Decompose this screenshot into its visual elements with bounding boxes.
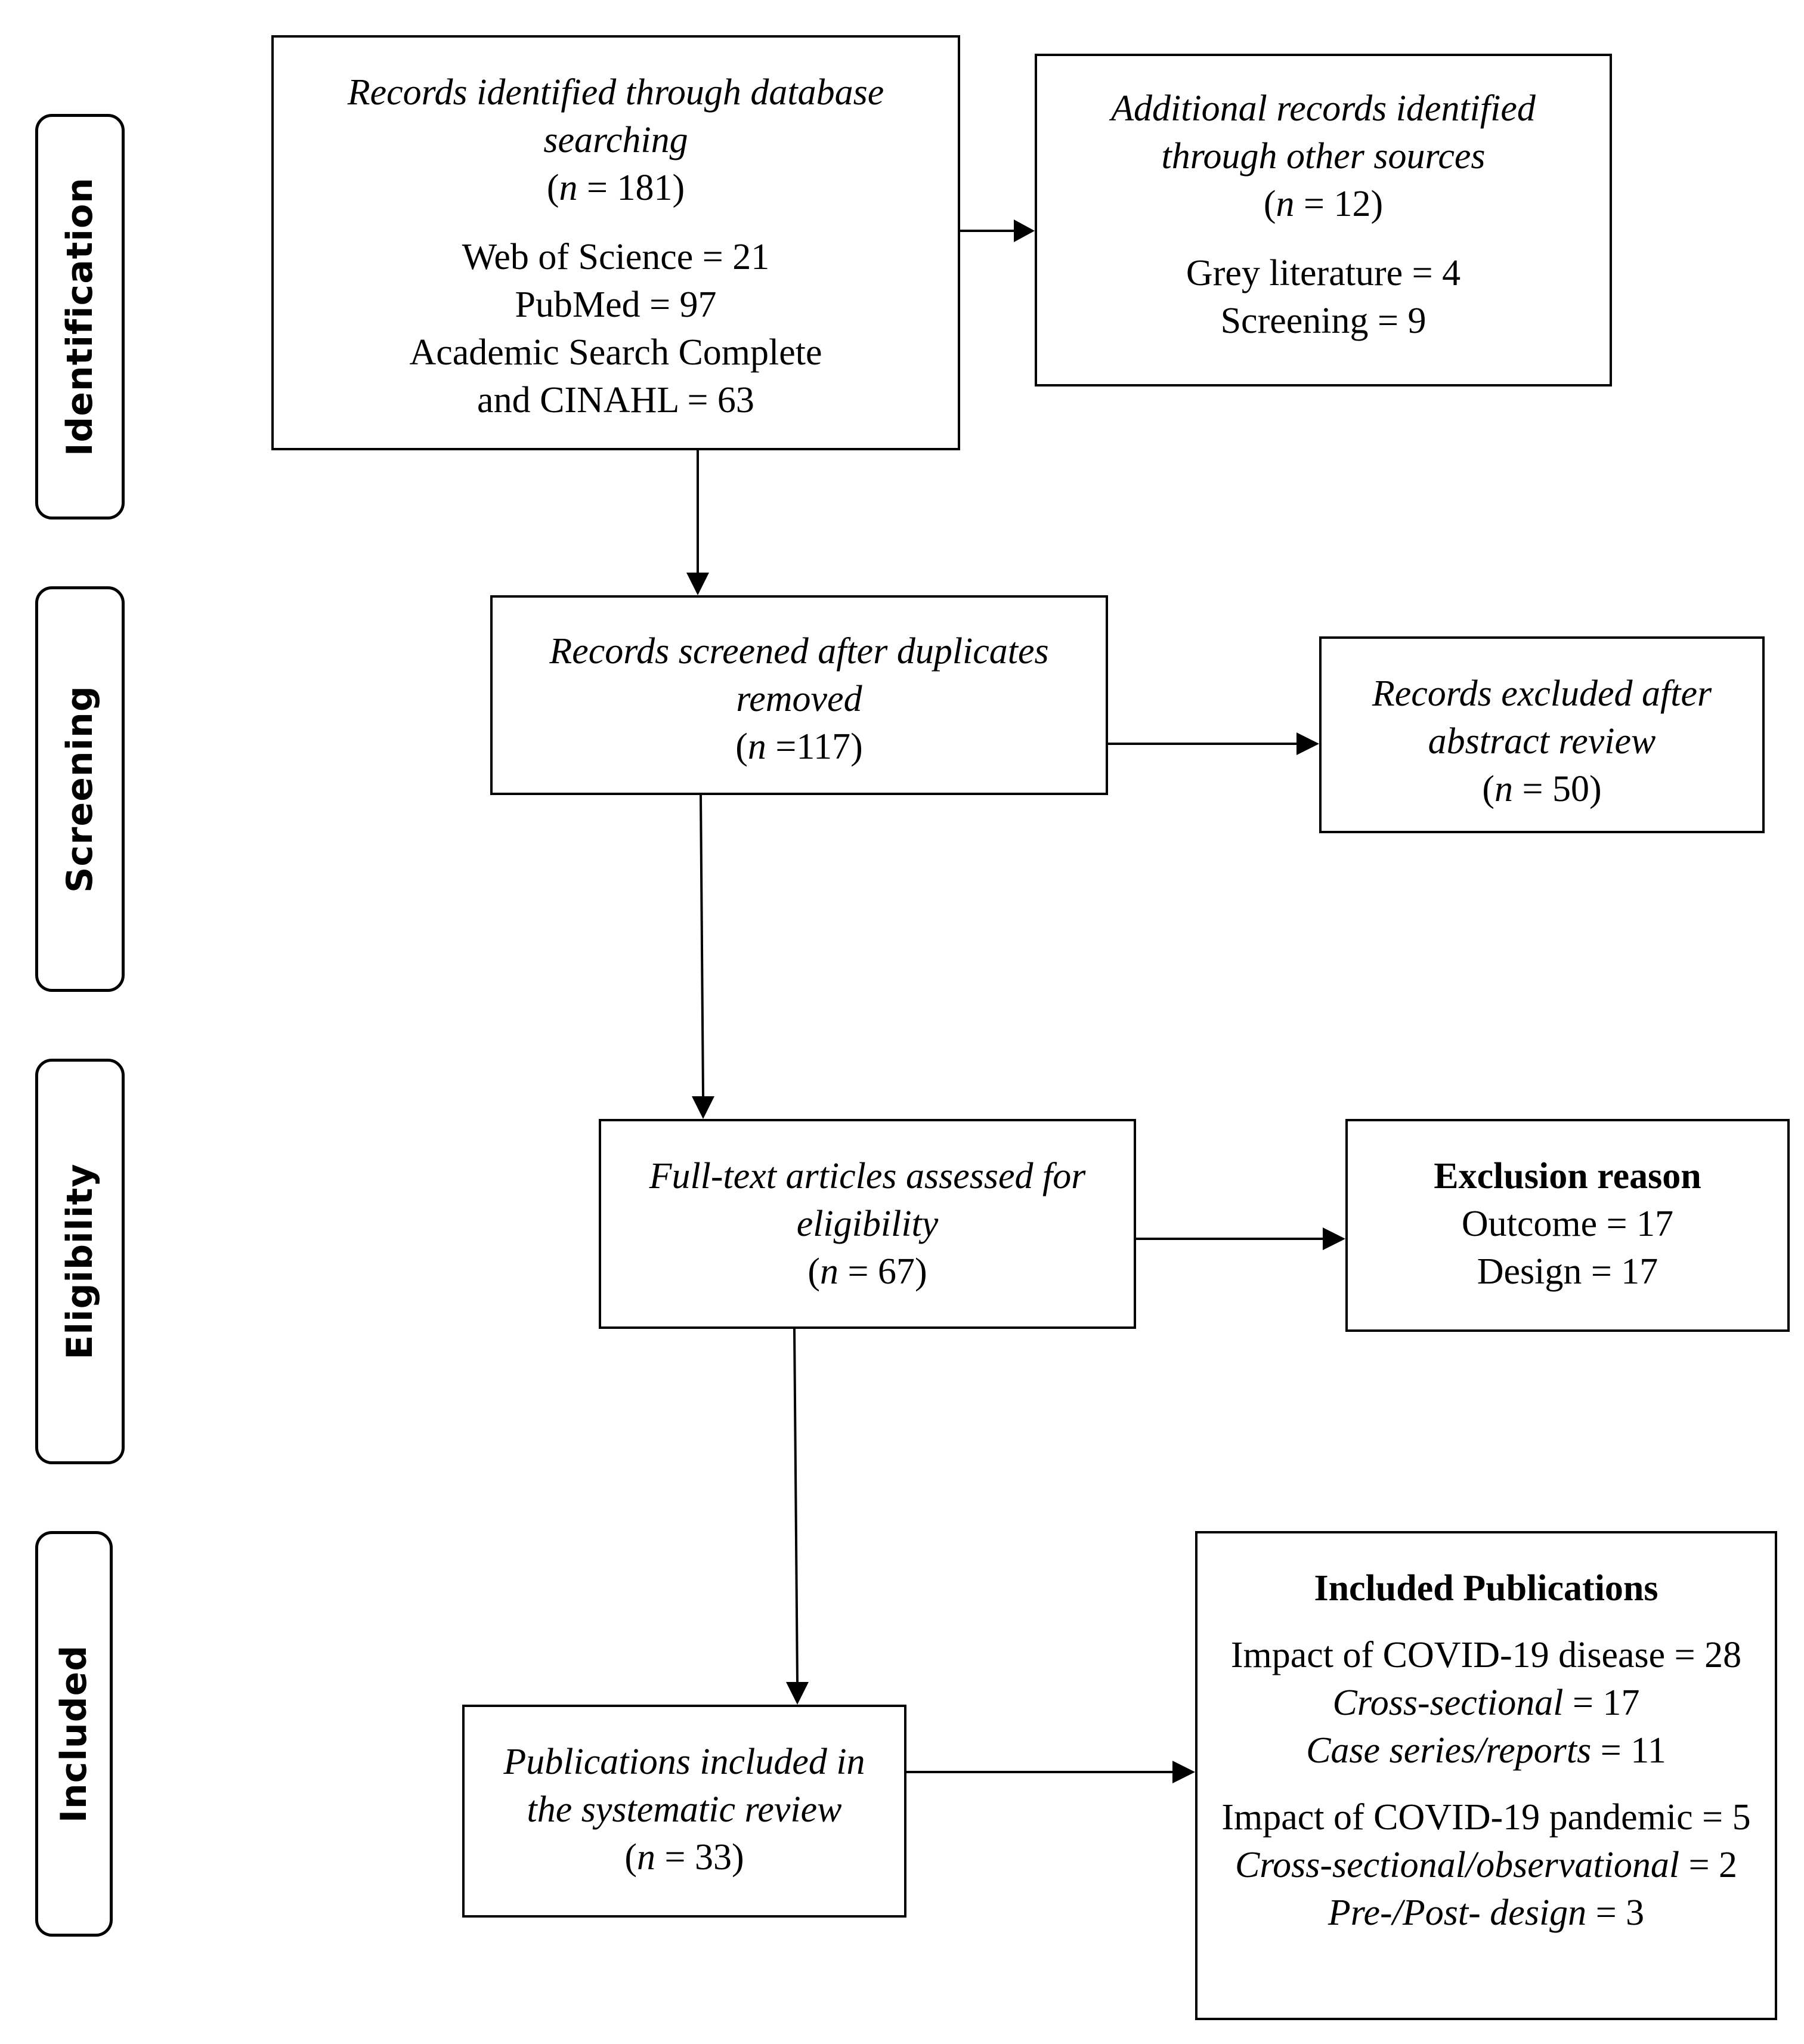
arrowhead-included-to-publications: [1172, 1761, 1195, 1783]
screened-title-line2: removed: [736, 679, 862, 719]
additional-count: (n = 12): [1264, 180, 1383, 228]
pandemic-pre-post-value: = 3: [1586, 1893, 1645, 1933]
screened-title-line1: Records screened after duplicates: [549, 631, 1049, 672]
box-fulltext-assessed: Full-text articles assessed for eligibil…: [599, 1119, 1136, 1329]
database-count: (n = 181): [547, 164, 685, 212]
database-title-line1: Records identified through database: [347, 72, 884, 113]
screened-count-prefix: (: [735, 726, 748, 767]
included-title-line2: the systematic review: [527, 1789, 842, 1830]
box-records-excluded: Records excluded after abstract review (…: [1319, 636, 1765, 833]
arrow-screened-to-fulltext: [700, 794, 704, 1097]
arrowhead-database-to-additional: [1014, 219, 1035, 242]
database-source-pubmed: PubMed = 97: [515, 285, 717, 325]
publications-disease-case-series: Case series/reports = 11: [1306, 1727, 1666, 1774]
stage-included: Included: [35, 1531, 113, 1937]
pandemic-cross-sectional-value: = 2: [1679, 1845, 1738, 1885]
excluded-count-var: n: [1494, 769, 1514, 809]
publications-pandemic: Impact of COVID-19 pandemic = 5: [1221, 1797, 1751, 1838]
included-count-value: = 33): [655, 1837, 744, 1878]
database-source-asc: Academic Search Complete: [409, 332, 822, 373]
database-source-wos: Web of Science = 21: [462, 237, 770, 277]
excluded-count-prefix: (: [1482, 769, 1495, 809]
publications-disease: Impact of COVID-19 disease = 28: [1230, 1635, 1742, 1675]
fulltext-title-line1: Full-text articles assessed for: [649, 1156, 1086, 1196]
exclusion-outcome: Outcome = 17: [1461, 1204, 1674, 1244]
database-count-prefix: (: [546, 168, 559, 208]
stage-identification: Identification: [35, 114, 125, 519]
publications-pandemic-cross-sectional: Cross-sectional/observational = 2: [1235, 1841, 1737, 1889]
fulltext-count: (n = 67): [807, 1248, 927, 1295]
additional-title-line1: Additional records identified: [1111, 88, 1536, 129]
additional-count-value: = 12): [1294, 184, 1384, 224]
excluded-count: (n = 50): [1482, 765, 1601, 813]
stage-screening: Screening: [35, 586, 125, 992]
box-exclusion-reason: Exclusion reason Outcome = 17 Design = 1…: [1345, 1119, 1790, 1332]
pandemic-cross-sectional-label: Cross-sectional/observational: [1234, 1845, 1680, 1885]
database-count-value: = 181): [577, 168, 685, 208]
screened-count-value: =117): [766, 726, 863, 767]
database-title-line2: searching: [543, 120, 688, 160]
excluded-title-line1: Records excluded after: [1372, 673, 1712, 714]
box-database-records: Records identified through database sear…: [271, 35, 960, 450]
arrowhead-screened-to-fulltext: [692, 1096, 714, 1119]
included-count-var: n: [637, 1837, 656, 1878]
included-title-line1: Publications included in: [503, 1742, 865, 1782]
box-included-review: Publications included in the systematic …: [462, 1705, 906, 1918]
additional-title-line2: through other sources: [1161, 136, 1486, 177]
stage-eligibility: Eligibility: [35, 1059, 125, 1464]
screened-count-var: n: [747, 726, 766, 767]
included-count-prefix: (: [624, 1837, 638, 1878]
fulltext-count-var: n: [820, 1251, 839, 1292]
excluded-count-value: = 50): [1513, 769, 1602, 809]
excluded-title-line2: abstract review: [1428, 721, 1656, 762]
database-count-var: n: [559, 168, 578, 208]
arrow-fulltext-to-included: [793, 1328, 799, 1683]
publications-pandemic-pre-post: Pre-/Post- design = 3: [1328, 1889, 1644, 1937]
fulltext-count-prefix: (: [807, 1251, 821, 1292]
additional-source-grey: Grey literature = 4: [1186, 253, 1461, 293]
box-additional-records: Additional records identified through ot…: [1035, 54, 1612, 386]
publications-heading: Included Publications: [1314, 1568, 1658, 1609]
box-included-publications: Included Publications Impact of COVID-19…: [1195, 1531, 1777, 2020]
fulltext-title-line2: eligibility: [796, 1204, 939, 1244]
pandemic-pre-post-label: Pre-/Post- design: [1328, 1893, 1587, 1933]
additional-source-screening: Screening = 9: [1220, 301, 1427, 341]
disease-cross-sectional-label: Cross-sectional: [1332, 1683, 1564, 1723]
disease-case-series-label: Case series/reports: [1306, 1730, 1592, 1771]
fulltext-count-value: = 67): [838, 1251, 927, 1292]
exclusion-design: Design = 17: [1477, 1251, 1658, 1292]
arrowhead-fulltext-to-included: [786, 1682, 809, 1705]
arrowhead-screened-to-excluded: [1296, 732, 1319, 755]
additional-count-prefix: (: [1263, 184, 1276, 224]
screened-count: (n =117): [735, 723, 862, 771]
arrowhead-fulltext-to-exclusion: [1323, 1227, 1345, 1250]
database-source-cinahl: and CINAHL = 63: [477, 380, 754, 420]
publications-disease-cross-sectional: Cross-sectional = 17: [1333, 1679, 1640, 1727]
additional-count-var: n: [1276, 184, 1295, 224]
disease-case-series-value: = 11: [1591, 1730, 1666, 1771]
included-count: (n = 33): [624, 1833, 744, 1881]
arrowhead-database-to-screened: [686, 573, 709, 595]
exclusion-heading: Exclusion reason: [1434, 1156, 1701, 1196]
disease-cross-sectional-value: = 17: [1563, 1683, 1640, 1723]
box-records-screened: Records screened after duplicates remove…: [490, 595, 1108, 795]
